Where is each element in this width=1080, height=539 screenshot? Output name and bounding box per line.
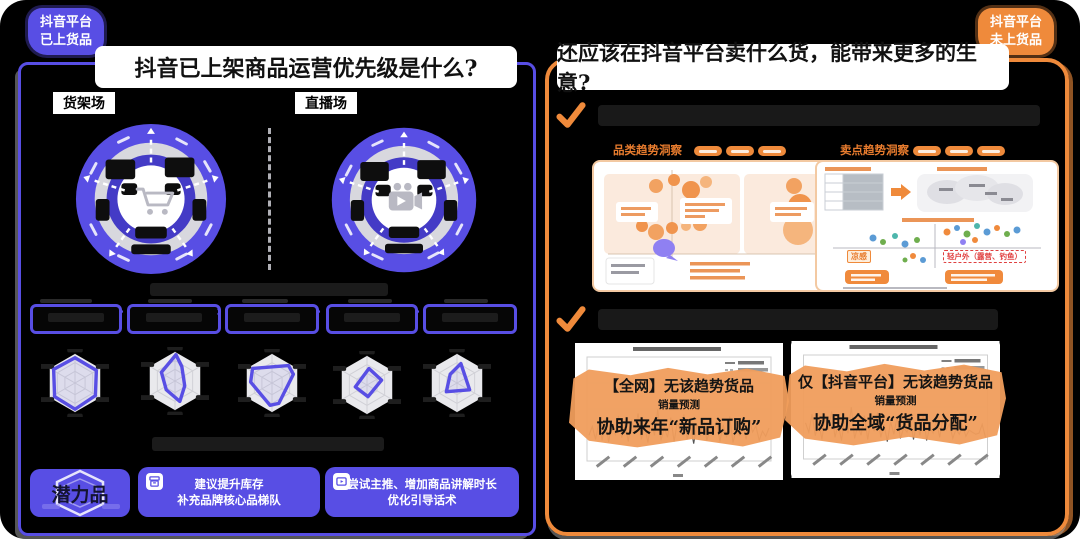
forecast-card-douyin-only: 仅【抖音平台】无该趋势货品 销量预测 协助全域“货品分配” [785, 341, 1006, 478]
shelf-operations-wheel [75, 123, 227, 275]
funnel-arrow-icon: › [315, 302, 322, 320]
badge-listed-goods: 抖音平台 已上货品 [28, 8, 105, 56]
forecast-text-line: 销量预测 [658, 399, 700, 411]
scatter-annotation-outdoor: 轻户外（露营、钓鱼） [943, 250, 1026, 263]
redacted-caption [152, 437, 384, 451]
redacted-funnel-label [40, 299, 92, 303]
left-panel-title: 抖音已上架商品运营优先级是什么? [95, 46, 517, 88]
badge-line: 已上货品 [40, 32, 93, 48]
redacted-mini-label [42, 504, 60, 509]
tv-play-icon [333, 473, 350, 490]
insight-card-title: 卖点趋势洞察 [840, 143, 909, 157]
filter-pill [977, 146, 1005, 156]
live-operations-wheel [331, 127, 477, 273]
funnel-stage [225, 304, 319, 334]
filter-pill [758, 146, 786, 156]
funnel-arrow-icon: › [118, 302, 125, 320]
category-filter-pills [694, 146, 786, 156]
redacted-funnel-label [148, 299, 192, 303]
radar-chart-3 [238, 349, 306, 417]
suggestion-line: 尝试主推、增加商品讲解时长 [347, 476, 497, 491]
radar-chart-5 [423, 349, 491, 417]
redacted-funnel-label [242, 299, 288, 303]
funnel-stage [127, 304, 221, 334]
forecast-text-line: 协助全域“货品分配” [813, 413, 978, 434]
checkmark-icon [556, 102, 586, 128]
category-trend-card [592, 160, 834, 292]
funnel-stage [326, 304, 418, 334]
redacted-mini-label [102, 504, 120, 509]
funnel-stage [423, 304, 517, 334]
badge-line: 抖音平台 [40, 15, 93, 30]
redacted-section-heading [598, 105, 1040, 126]
suggestion-line: 建议提升库存 [194, 476, 264, 491]
scene-label-live: 直播场 [295, 92, 357, 114]
radar-chart-1 [41, 349, 109, 417]
funnel-arrow-icon: › [414, 302, 421, 320]
potential-product-badge: 潜力品 [30, 469, 130, 517]
forecast-card-whole-network: 【全网】无该趋势货品 销量预测 协助来年“新品订购” [569, 343, 789, 480]
selling-point-trend-card: 凉感 轻户外（露营、钓鱼） [815, 160, 1059, 292]
forecast-text-line: 【全网】无该趋势货品 [603, 377, 754, 395]
forecast-text-line: 协助来年“新品订购” [596, 417, 762, 438]
redacted-section-heading [598, 309, 998, 330]
redacted-funnel-label [348, 299, 392, 303]
highlight-band [569, 367, 789, 448]
funnel-arrow-icon: › [216, 302, 223, 320]
wheel-divider [268, 128, 271, 270]
forecast-text-line: 销量预测 [874, 395, 917, 407]
forecast-text-line: 仅【抖音平台】无该趋势货品 [797, 373, 993, 391]
checkmark-icon [556, 306, 586, 332]
suggestion-line: 补充品牌核心品梯队 [177, 493, 281, 507]
highlight-band [785, 363, 1006, 446]
filter-pill [913, 146, 941, 156]
badge-line: 抖音平台 [990, 15, 1043, 30]
redacted-caption [150, 283, 388, 296]
right-arrow-icon [891, 184, 911, 200]
suggestion-promotion: 尝试主推、增加商品讲解时长 优化引导话术 [325, 467, 519, 517]
suggestion-inventory: 建议提升库存 补充品牌核心品梯队 [138, 467, 320, 517]
funnel-stage [30, 304, 122, 334]
potential-badge-label: 潜力品 [51, 483, 109, 506]
scene-label-shelf: 货架场 [53, 92, 115, 114]
right-panel-title: 还应该在抖音平台卖什么货，能带来更多的生意? [557, 40, 1009, 95]
filter-pill [694, 146, 722, 156]
category-filter-pills [913, 146, 1005, 156]
filter-pill [945, 146, 973, 156]
archive-box-icon [146, 473, 163, 490]
scatter-annotation-cooling: 凉感 [847, 250, 871, 263]
radar-chart-4 [333, 351, 401, 419]
suggestion-line: 优化引导话术 [387, 493, 457, 507]
selling-point-graphics [824, 167, 1041, 289]
insight-card-title: 品类趋势洞察 [613, 143, 682, 157]
hexagon-icon [55, 469, 105, 517]
filter-pill [726, 146, 754, 156]
badge-line: 未上货品 [990, 32, 1043, 48]
bubble-chart [604, 170, 824, 285]
redacted-funnel-label [444, 299, 488, 303]
radar-chart-2 [141, 347, 209, 415]
